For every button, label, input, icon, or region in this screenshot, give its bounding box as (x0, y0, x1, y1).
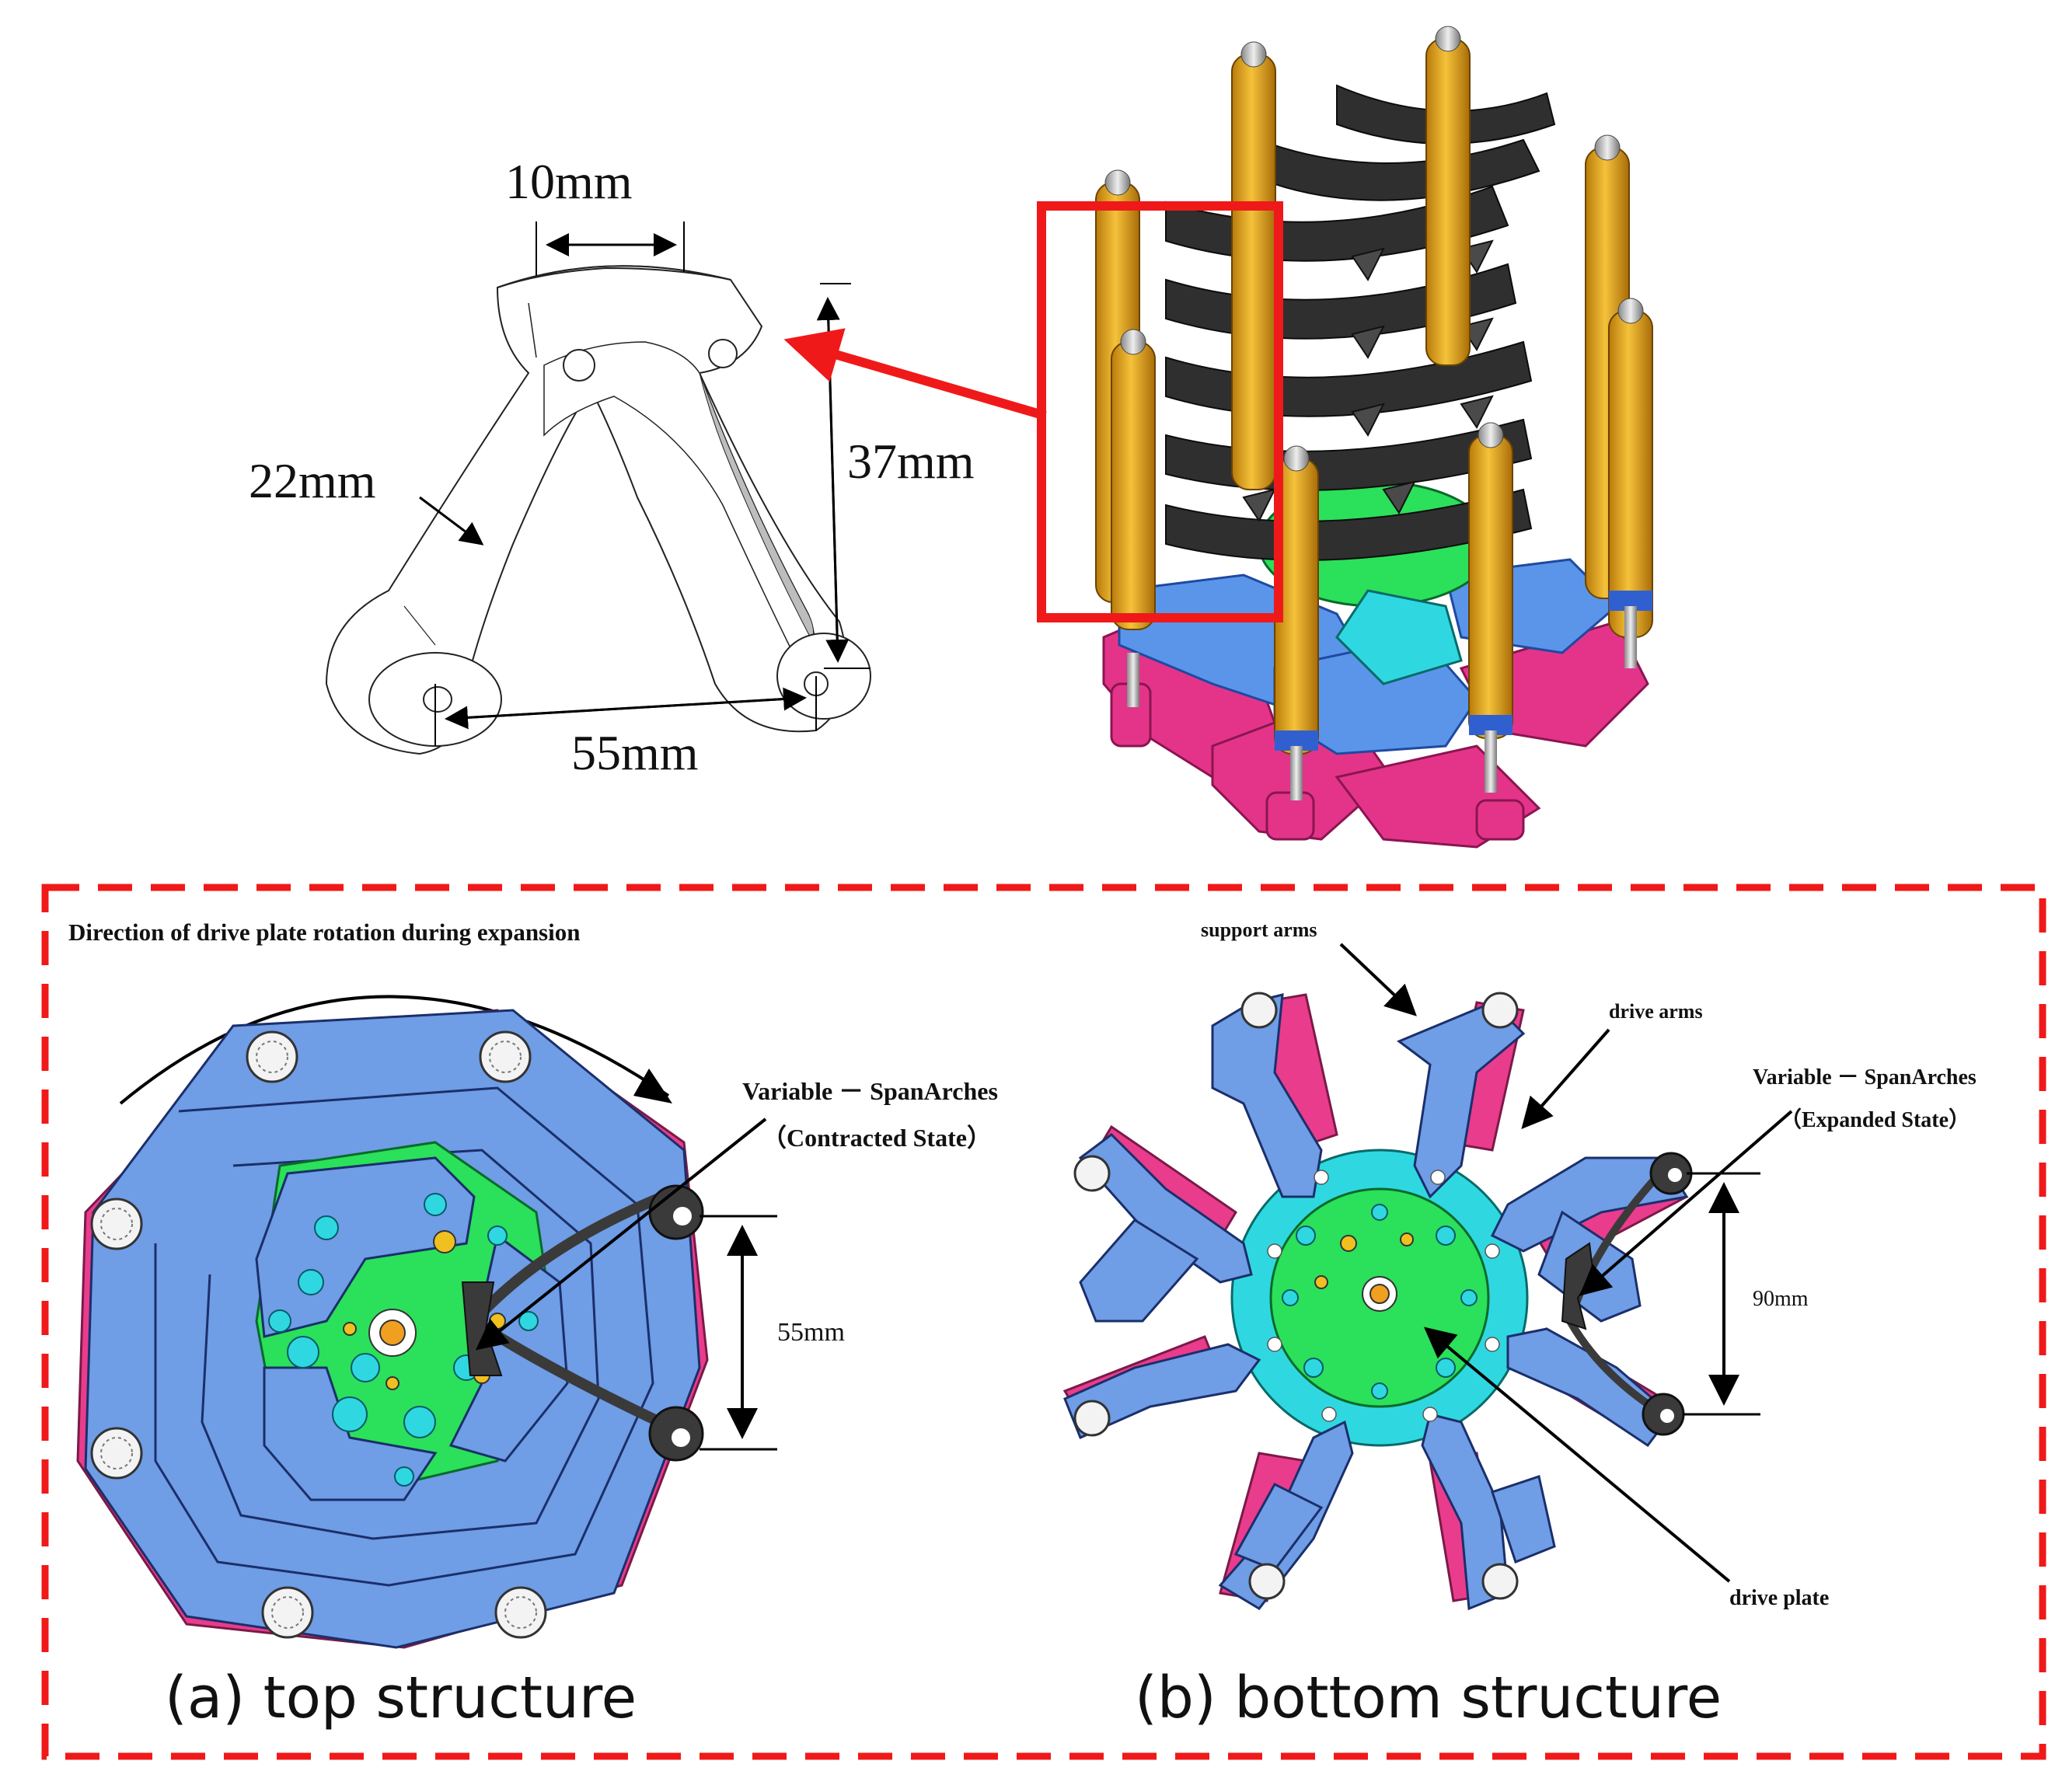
top-caption: (a) top structure (165, 1665, 637, 1731)
bottom-caption: (b) bottom structure (1135, 1665, 1722, 1731)
top-vsa-label-2: （Contracted State） (762, 1124, 992, 1152)
dim-37mm-label: 37mm (847, 434, 975, 489)
arch-drawing (325, 265, 871, 755)
highlight-pointer (783, 328, 1047, 420)
rods (1095, 26, 1653, 800)
dim-10mm-label: 10mm (505, 154, 633, 209)
dim-55mm: 55mm (434, 676, 817, 780)
dim-22mm-label: 22mm (249, 453, 376, 508)
support-arms-label: support arms (1201, 919, 1317, 941)
bottom-panel-frame (41, 884, 2046, 1760)
drive-arms-label: drive arms (1609, 1000, 1703, 1023)
dim-10mm: 10mm (505, 154, 685, 276)
top-structure: Variable － SpanArches （Contracted State）… (76, 995, 998, 1731)
bottom-span-label: 90mm (1753, 1287, 1809, 1311)
top-span-label: 55mm (777, 1318, 845, 1347)
dim-22mm: 22mm (249, 453, 484, 546)
top-vsa-label-1: Variable － SpanArches (742, 1077, 998, 1105)
bottom-structure: support arms drive arms Variable － SpanA… (1062, 919, 1977, 1731)
drive-plate-label: drive plate (1729, 1586, 1829, 1610)
assembly-3d (1037, 26, 1653, 849)
rotation-title: Direction of drive plate rotation during… (68, 919, 580, 946)
bottom-vsa-label-2: （Expanded State） (1780, 1107, 1970, 1132)
dim-37mm: 37mm (816, 283, 975, 669)
highlight-box (1037, 201, 1283, 622)
bottom-vsa-label-1: Variable － SpanArches (1753, 1065, 1977, 1089)
dim-55mm-label: 55mm (571, 725, 699, 780)
